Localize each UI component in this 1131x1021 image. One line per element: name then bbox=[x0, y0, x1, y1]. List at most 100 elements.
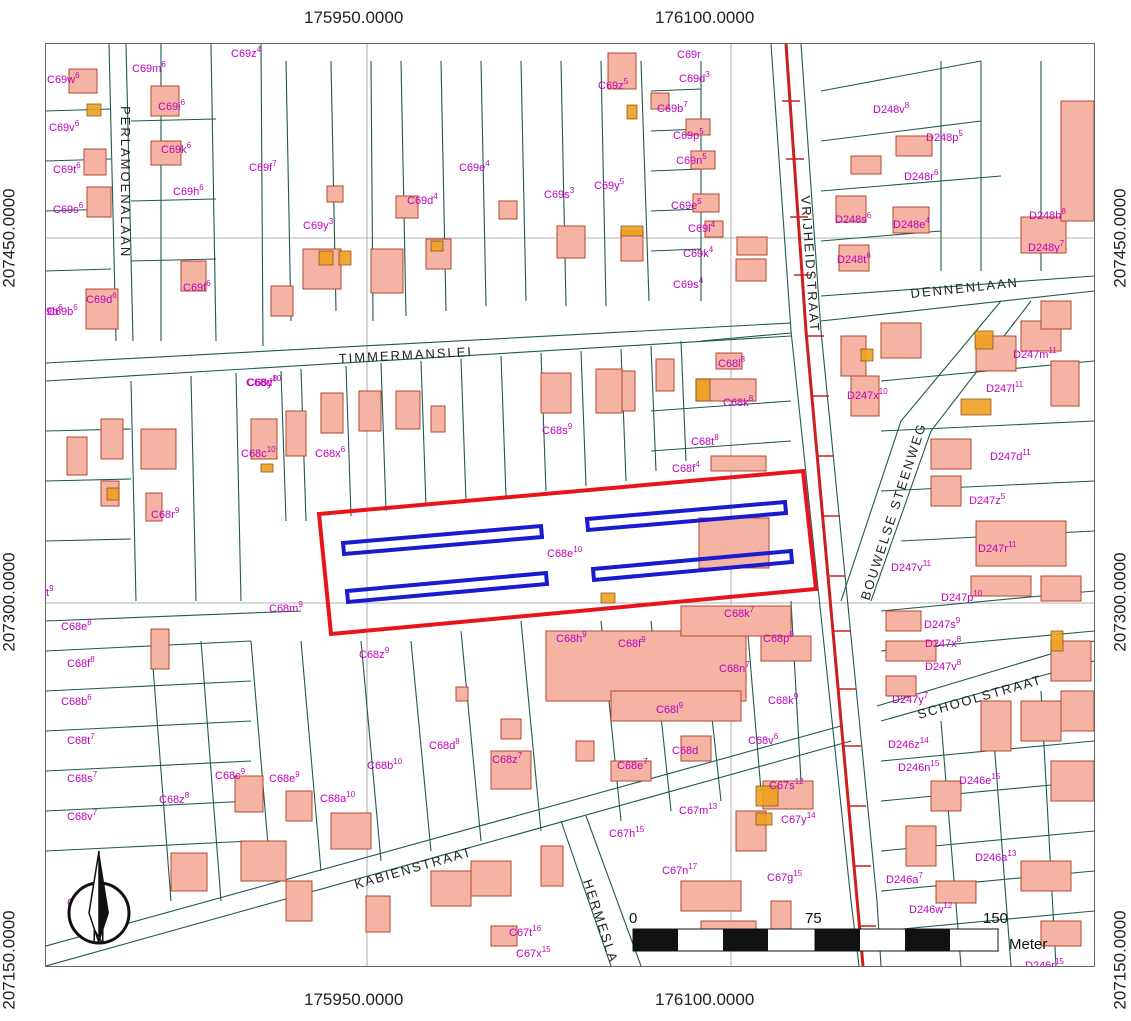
parcel-label: C68s9 bbox=[542, 422, 573, 437]
parcel-label: D247s9 bbox=[924, 616, 961, 631]
trench-4 bbox=[590, 548, 795, 583]
street-dennenlaan: DENNENLAAN bbox=[910, 275, 1020, 301]
parcel-label: C69f7 bbox=[249, 159, 277, 174]
parcel-label: C68y8 bbox=[247, 374, 278, 389]
street-perlamoenalaan: PERLAMOENALAAN bbox=[118, 106, 133, 258]
parcel-label: C69p5 bbox=[673, 127, 704, 142]
parcel-label: C69i6 bbox=[158, 98, 186, 113]
parcel-label: D247m11 bbox=[1013, 346, 1057, 361]
parcel-label: D246w12 bbox=[909, 901, 953, 916]
parcel-label: C69t6 bbox=[53, 161, 81, 176]
parcel-label: D247v8 bbox=[925, 658, 962, 673]
trenches bbox=[340, 499, 795, 605]
parcel-label: D247x10 bbox=[847, 387, 888, 402]
parcel-label: C68l8 bbox=[718, 355, 746, 370]
parcel-label: C69y3 bbox=[303, 217, 334, 232]
parcel-label: C68m9 bbox=[269, 600, 303, 615]
parcel-label: C68l9 bbox=[656, 701, 684, 716]
parcel-label: D248t6 bbox=[837, 251, 871, 266]
parcel-label: C69m6 bbox=[132, 60, 166, 75]
parcel-label: C68f4 bbox=[672, 460, 700, 475]
parcel-label: t9 bbox=[46, 584, 54, 599]
parcel-label: C68h9 bbox=[556, 630, 587, 645]
scale-unit: Meter bbox=[1009, 936, 1047, 953]
parcel-label: C69y5 bbox=[594, 177, 625, 192]
coord-right-2: 207300.0000 bbox=[1110, 552, 1130, 652]
street-hermesla: HERMESLA bbox=[580, 877, 621, 965]
parcel-label: D246z14 bbox=[888, 736, 929, 751]
parcel-label: C69f6 bbox=[183, 279, 211, 294]
buildings bbox=[66, 52, 1094, 952]
parcel-label: D246r15 bbox=[1025, 957, 1064, 966]
parcel-label: C68d bbox=[672, 745, 698, 757]
parcel-label: D246e15 bbox=[959, 772, 1001, 787]
parcel-label: C68p8 bbox=[763, 630, 794, 645]
parcel-label: C68v6 bbox=[748, 732, 779, 747]
parcel-label: D246a13 bbox=[975, 849, 1017, 864]
coord-left-3: 207150.0000 bbox=[0, 910, 19, 1010]
parcel-label: C68f9 bbox=[618, 635, 646, 650]
parcel-label: D247y7 bbox=[892, 691, 929, 706]
parcel-label: C69z5 bbox=[598, 77, 629, 92]
sheds bbox=[86, 103, 1064, 826]
parcel-label: C68e10 bbox=[547, 545, 583, 560]
parcel-label: C68c10 bbox=[241, 445, 276, 460]
parcel-label: C69b6 bbox=[47, 303, 78, 318]
parcel-label: C69n5 bbox=[676, 152, 707, 167]
parcel-label: D247p10 bbox=[941, 589, 983, 604]
parcel-label: C68a10 bbox=[320, 790, 356, 805]
parcel-label: C69s3 bbox=[544, 186, 575, 201]
map-canvas: PERLAMOENALAAN TIMMERMANSLEI VRIJHEIDSTR… bbox=[46, 44, 1094, 966]
study-site bbox=[316, 468, 819, 637]
scale-bar: 0 75 150 Meter bbox=[629, 910, 1047, 953]
parcel-label: D246n15 bbox=[898, 759, 940, 774]
parcel-label: C68t7 bbox=[67, 732, 95, 747]
coord-top-1: 175950.0000 bbox=[304, 8, 404, 27]
parcel-label: C69k6 bbox=[161, 141, 192, 156]
parcel-label: C69d4 bbox=[407, 192, 438, 207]
parcel-label: C67g15 bbox=[767, 869, 803, 884]
parcel-label: D247v11 bbox=[891, 559, 932, 574]
parcel-label: C68b6 bbox=[61, 693, 92, 708]
coord-bottom-2: 176100.0000 bbox=[655, 990, 755, 1009]
parcel-label: C69s6 bbox=[53, 201, 84, 216]
site-outline bbox=[316, 468, 819, 637]
trench-3 bbox=[344, 570, 550, 605]
coord-top-2: 176100.0000 bbox=[655, 8, 755, 27]
parcel-label: C68n7 bbox=[719, 660, 750, 675]
trench-1 bbox=[340, 523, 545, 557]
parcel-label: C69e4 bbox=[459, 159, 490, 174]
parcel-label: D248h8 bbox=[1029, 207, 1066, 222]
parcel-label: D248v8 bbox=[873, 101, 910, 116]
coord-left-1: 207450.0000 bbox=[0, 188, 19, 288]
parcel-label: D246a7 bbox=[886, 871, 923, 886]
parcel-label: C69e5 bbox=[671, 197, 702, 212]
trench-2 bbox=[584, 499, 789, 533]
parcel-label: D247d11 bbox=[990, 448, 1031, 463]
parcel-label: C67s12 bbox=[769, 777, 804, 792]
coord-right-1: 207450.0000 bbox=[1110, 188, 1130, 288]
parcel-label: C69h6 bbox=[173, 183, 204, 198]
parcel-label: D248e4 bbox=[893, 216, 930, 231]
parcel-label: C68t8 bbox=[691, 433, 719, 448]
coord-right-3: 207150.0000 bbox=[1110, 910, 1130, 1010]
parcel-label: C68s7 bbox=[67, 770, 98, 785]
parcel-label: C68k9 bbox=[768, 692, 799, 707]
parcel-label: D248p5 bbox=[926, 129, 963, 144]
parcel-label: C67y14 bbox=[781, 811, 816, 826]
cadastral-map[interactable]: PERLAMOENALAAN TIMMERMANSLEI VRIJHEIDSTR… bbox=[45, 43, 1095, 967]
parcel-label: D248r6 bbox=[904, 168, 939, 183]
parcel-label: D247l11 bbox=[986, 380, 1024, 395]
rail-line bbox=[782, 44, 876, 966]
parcel-label: C68d10 bbox=[246, 374, 282, 389]
parcel-label: D247z5 bbox=[969, 492, 1006, 507]
parcel-label: C68x6 bbox=[315, 445, 346, 460]
parcel-label: C69w6 bbox=[47, 71, 80, 86]
parcel-label: C69l4 bbox=[688, 220, 716, 235]
scale-label-75: 75 bbox=[805, 910, 822, 927]
street-bouwelse-steenweg: BOUWELSE STEENWEG bbox=[858, 421, 930, 602]
north-arrow-icon: N bbox=[67, 850, 131, 947]
scale-label-150: 150 bbox=[983, 910, 1008, 927]
parcel-label: D247r11 bbox=[978, 540, 1017, 555]
parcel-label: C68z7 bbox=[492, 751, 523, 766]
